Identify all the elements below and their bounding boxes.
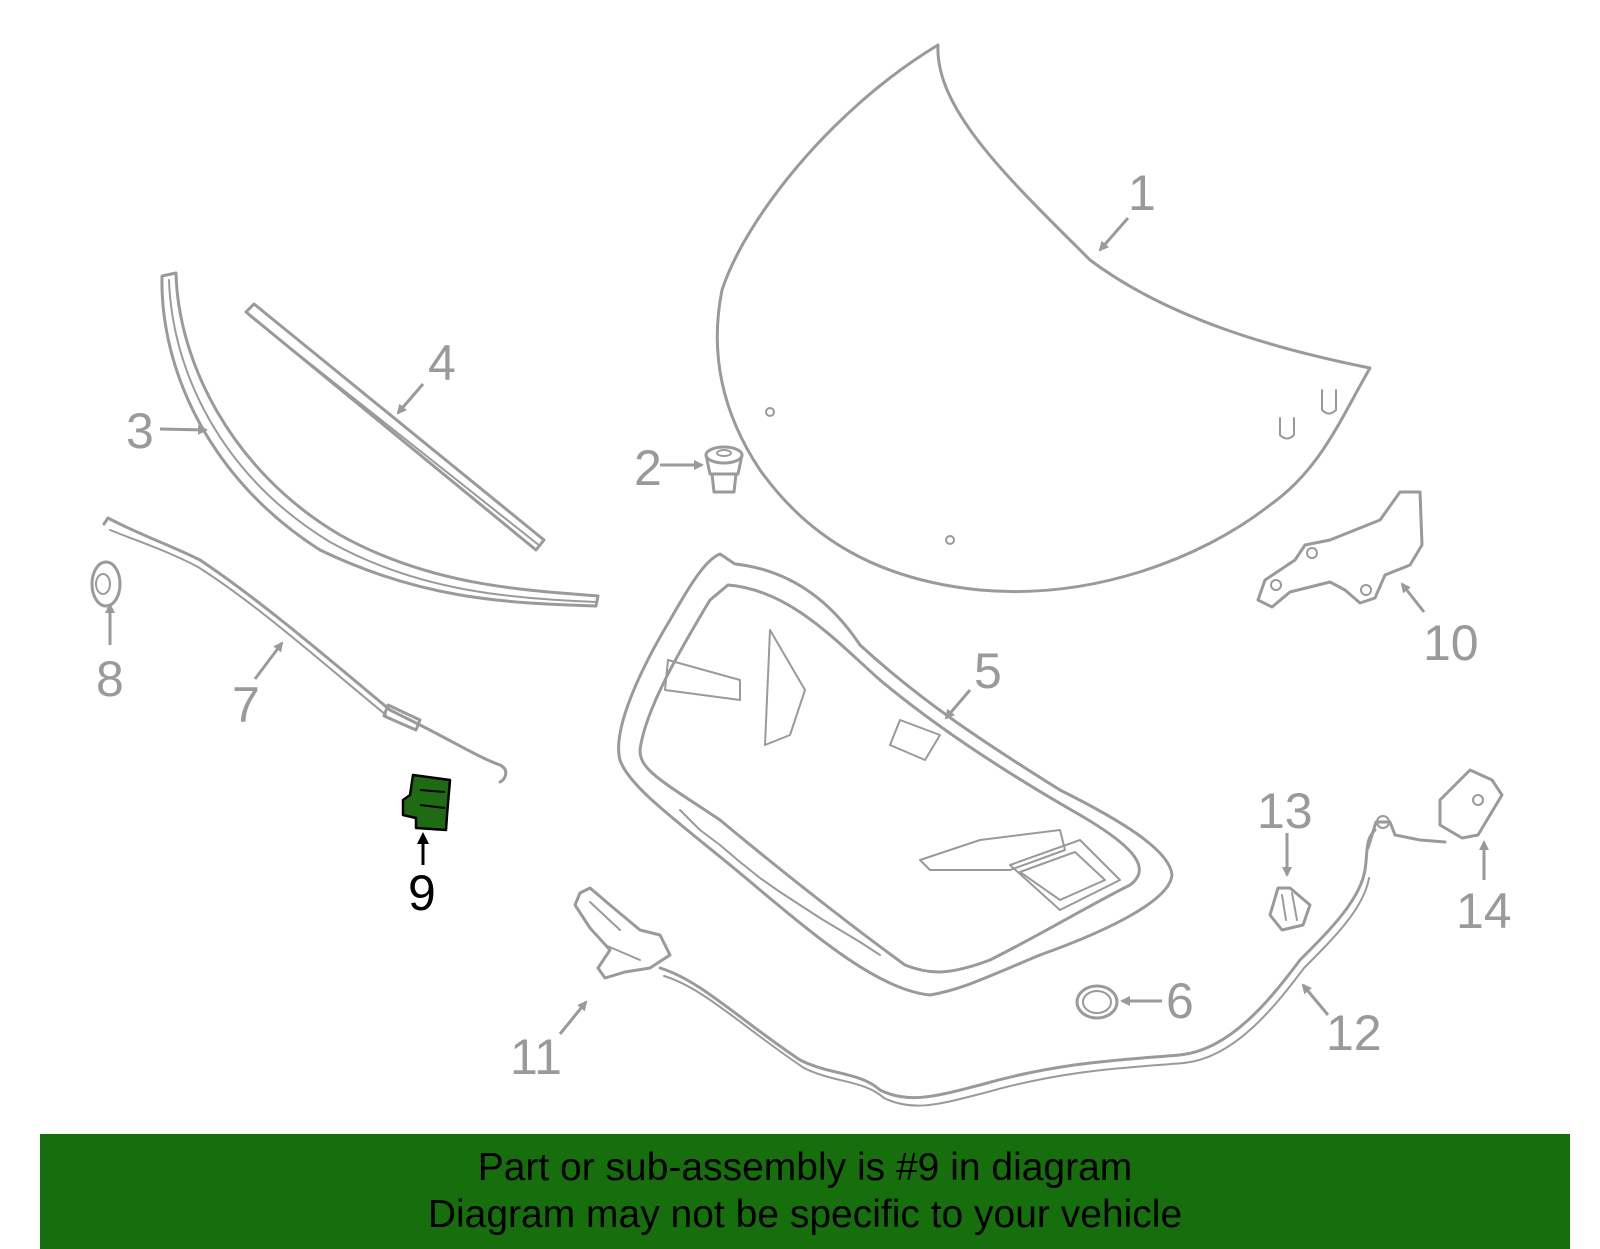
part-6-ring [1075,984,1119,1020]
callout-12: 12 [1326,1005,1382,1061]
part-3-seal [160,271,600,608]
callout-11: 11 [510,1029,562,1085]
part-14-handle [1438,768,1504,840]
callout-4: 4 [428,335,456,391]
banner-line-2: Diagram may not be specific to your vehi… [427,1193,1183,1236]
part-2-grommet [704,445,744,494]
callout-5: 5 [974,643,1002,699]
part-7-prop-rod [102,516,508,784]
part-5-insulator [617,552,1174,997]
part-10-hinge [1256,490,1424,609]
callout-8: 8 [96,651,124,707]
callout-7: 7 [232,677,260,733]
part-4-strip [244,302,546,552]
part-11-latch [573,886,672,980]
callout-9: 9 [408,865,436,921]
callout-6: 6 [1166,973,1194,1029]
callout-10: 10 [1423,615,1479,671]
part-1-hood [715,43,1372,594]
info-banner: Part or sub-assembly is #9 in diagram Di… [40,1134,1570,1249]
callout-2: 2 [634,440,662,496]
part-9-highlighted [401,773,452,832]
callout-1: 1 [1128,165,1156,221]
part-8-clip [90,560,122,608]
banner-line-1: Part or sub-assembly is #9 in diagram [477,1146,1133,1189]
callout-14: 14 [1456,883,1512,939]
callout-13: 13 [1257,783,1313,839]
callout-3: 3 [126,403,154,459]
part-12-cable [658,815,1447,1107]
part-13-clip [1268,886,1312,932]
callout-leaders [105,217,1489,1035]
